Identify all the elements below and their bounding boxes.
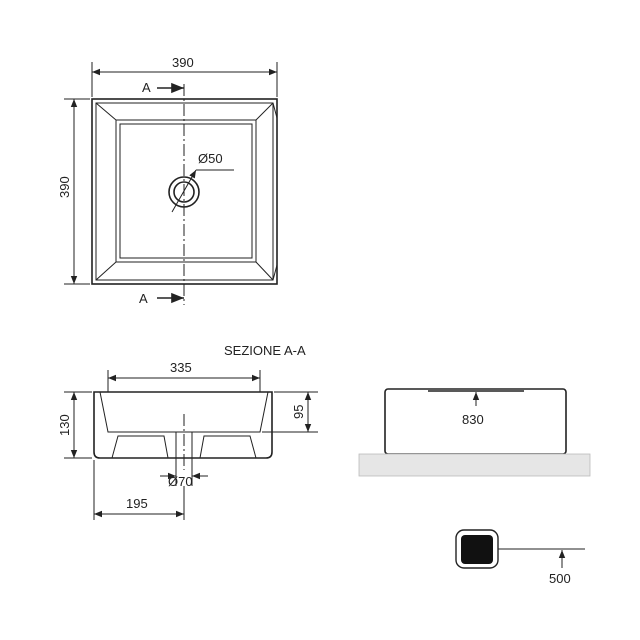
drain-diameter-section-label: Ø70 (168, 474, 193, 489)
depth-label: 95 (291, 405, 306, 419)
offset-label: 195 (126, 496, 148, 511)
detail-swatch (461, 535, 493, 564)
inner-width-label: 335 (170, 360, 192, 375)
bevel-line (95, 102, 117, 121)
side-height-label: 830 (462, 412, 484, 427)
width-dimension-label: 390 (172, 55, 194, 70)
bevel-line (255, 261, 274, 281)
section-height-label: 130 (57, 414, 72, 436)
detail-height-label: 500 (549, 571, 571, 586)
bevel-line (95, 261, 117, 281)
countertop (358, 453, 591, 477)
drain-diameter-label: Ø50 (198, 151, 223, 166)
bevel-line (255, 102, 274, 121)
basin-inner-outline (115, 119, 257, 263)
section-body-outline (93, 391, 273, 459)
top-view: Ø50 A A 390 390 (57, 55, 278, 306)
side-view: 830 (358, 388, 591, 477)
basin-bowl-outline (119, 123, 253, 259)
section-foot-right (199, 435, 257, 459)
section-bowl-outline (99, 391, 269, 433)
bevel-line (272, 102, 278, 119)
section-marker-top: A (142, 80, 151, 95)
section-title: SEZIONE A-A (224, 343, 306, 358)
section-marker-bottom: A (139, 291, 148, 306)
drain-inner (173, 181, 195, 203)
detail-view: 500 (455, 529, 585, 586)
section-foot-left (111, 435, 169, 459)
height-dimension-label: 390 (57, 176, 72, 198)
bevel-line (272, 264, 278, 281)
section-view: SEZIONE A-A 335 130 95 Ø70 (57, 343, 318, 520)
